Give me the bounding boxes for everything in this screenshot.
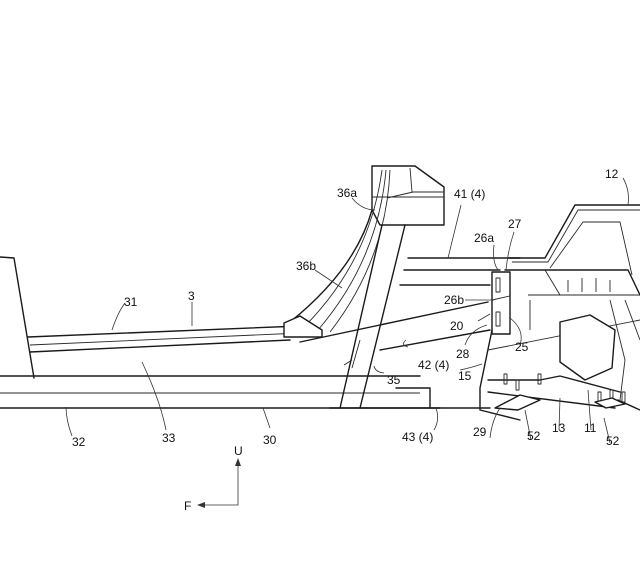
bolts [503,373,626,403]
label-27: 27 [508,217,522,231]
label-42: 42 (4) [418,358,449,372]
label-43: 43 (4) [402,430,433,444]
label-33: 33 [162,431,176,445]
seat-back-left [0,256,35,379]
label-32: 32 [72,435,86,449]
front-module [479,204,640,421]
label-29: 29 [473,425,487,439]
axis-label-front: F [184,499,191,513]
front-arrowhead [197,502,205,508]
label-31: 31 [124,295,138,309]
up-arrowhead [235,458,241,466]
leader-lines [65,177,629,444]
label-15: 15 [458,369,472,383]
label-12: 12 [605,167,619,181]
label-26b: 26b [444,293,464,307]
label-36b: 36b [296,259,316,273]
frame-rails [299,257,521,409]
direction-indicator: U F [184,444,243,513]
label-30: 30 [263,433,277,447]
label-52-left: 52 [527,429,541,443]
label-11: 11 [584,421,597,435]
floor-panel [0,325,491,409]
label-20: 20 [450,319,464,333]
label-36a: 36a [337,186,357,200]
label-52-right: 52 [606,434,620,448]
label-25: 25 [515,340,529,354]
pillar-assembly [283,165,445,409]
label-35: 35 [387,373,401,387]
label-41: 41 (4) [454,187,485,201]
axis-label-up: U [234,444,243,458]
label-3: 3 [188,289,195,303]
label-13: 13 [552,421,566,435]
label-28: 28 [456,347,470,361]
label-26a: 26a [474,231,494,245]
reference-labels: 31 3 32 33 30 36a 36b 41 (4) 26a 27 26b … [72,167,620,449]
